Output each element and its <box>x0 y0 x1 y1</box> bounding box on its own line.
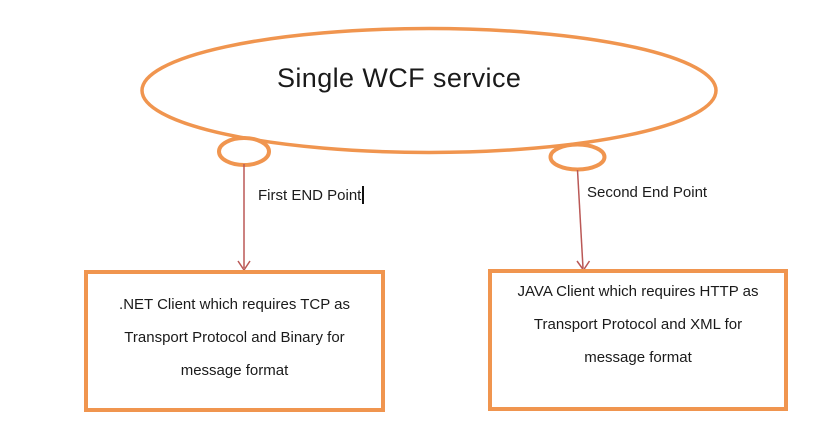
service-title: Single WCF service <box>277 63 522 93</box>
first-endpoint-connector-ellipse <box>217 136 271 167</box>
java-client-line-2: Transport Protocol and XML for <box>533 316 743 333</box>
first-endpoint-label-text: First END Point <box>258 187 362 204</box>
second-endpoint-connector-ellipse <box>548 142 607 172</box>
dotnet-client-line-2: Transport Protocol and Binary for <box>124 329 345 346</box>
second-endpoint-label: Second End Point <box>587 184 708 201</box>
java-client-line-3: message format <box>584 349 692 366</box>
text-cursor-caret <box>362 186 365 204</box>
dotnet-client-line-3: message format <box>180 362 289 379</box>
dotnet-client-box: .NET Client which requires TCP as Transp… <box>84 270 385 412</box>
java-client-line-1: JAVA Client which requires HTTP as <box>517 283 759 300</box>
wcf-service-ellipse <box>140 26 718 155</box>
first-endpoint-arrow <box>237 164 251 272</box>
dotnet-client-line-1: .NET Client which requires TCP as <box>119 296 350 313</box>
second-arrow-shaft <box>576 169 584 269</box>
first-endpoint-label: First END Point <box>258 186 365 204</box>
java-client-box: JAVA Client which requires HTTP as Trans… <box>488 269 788 411</box>
